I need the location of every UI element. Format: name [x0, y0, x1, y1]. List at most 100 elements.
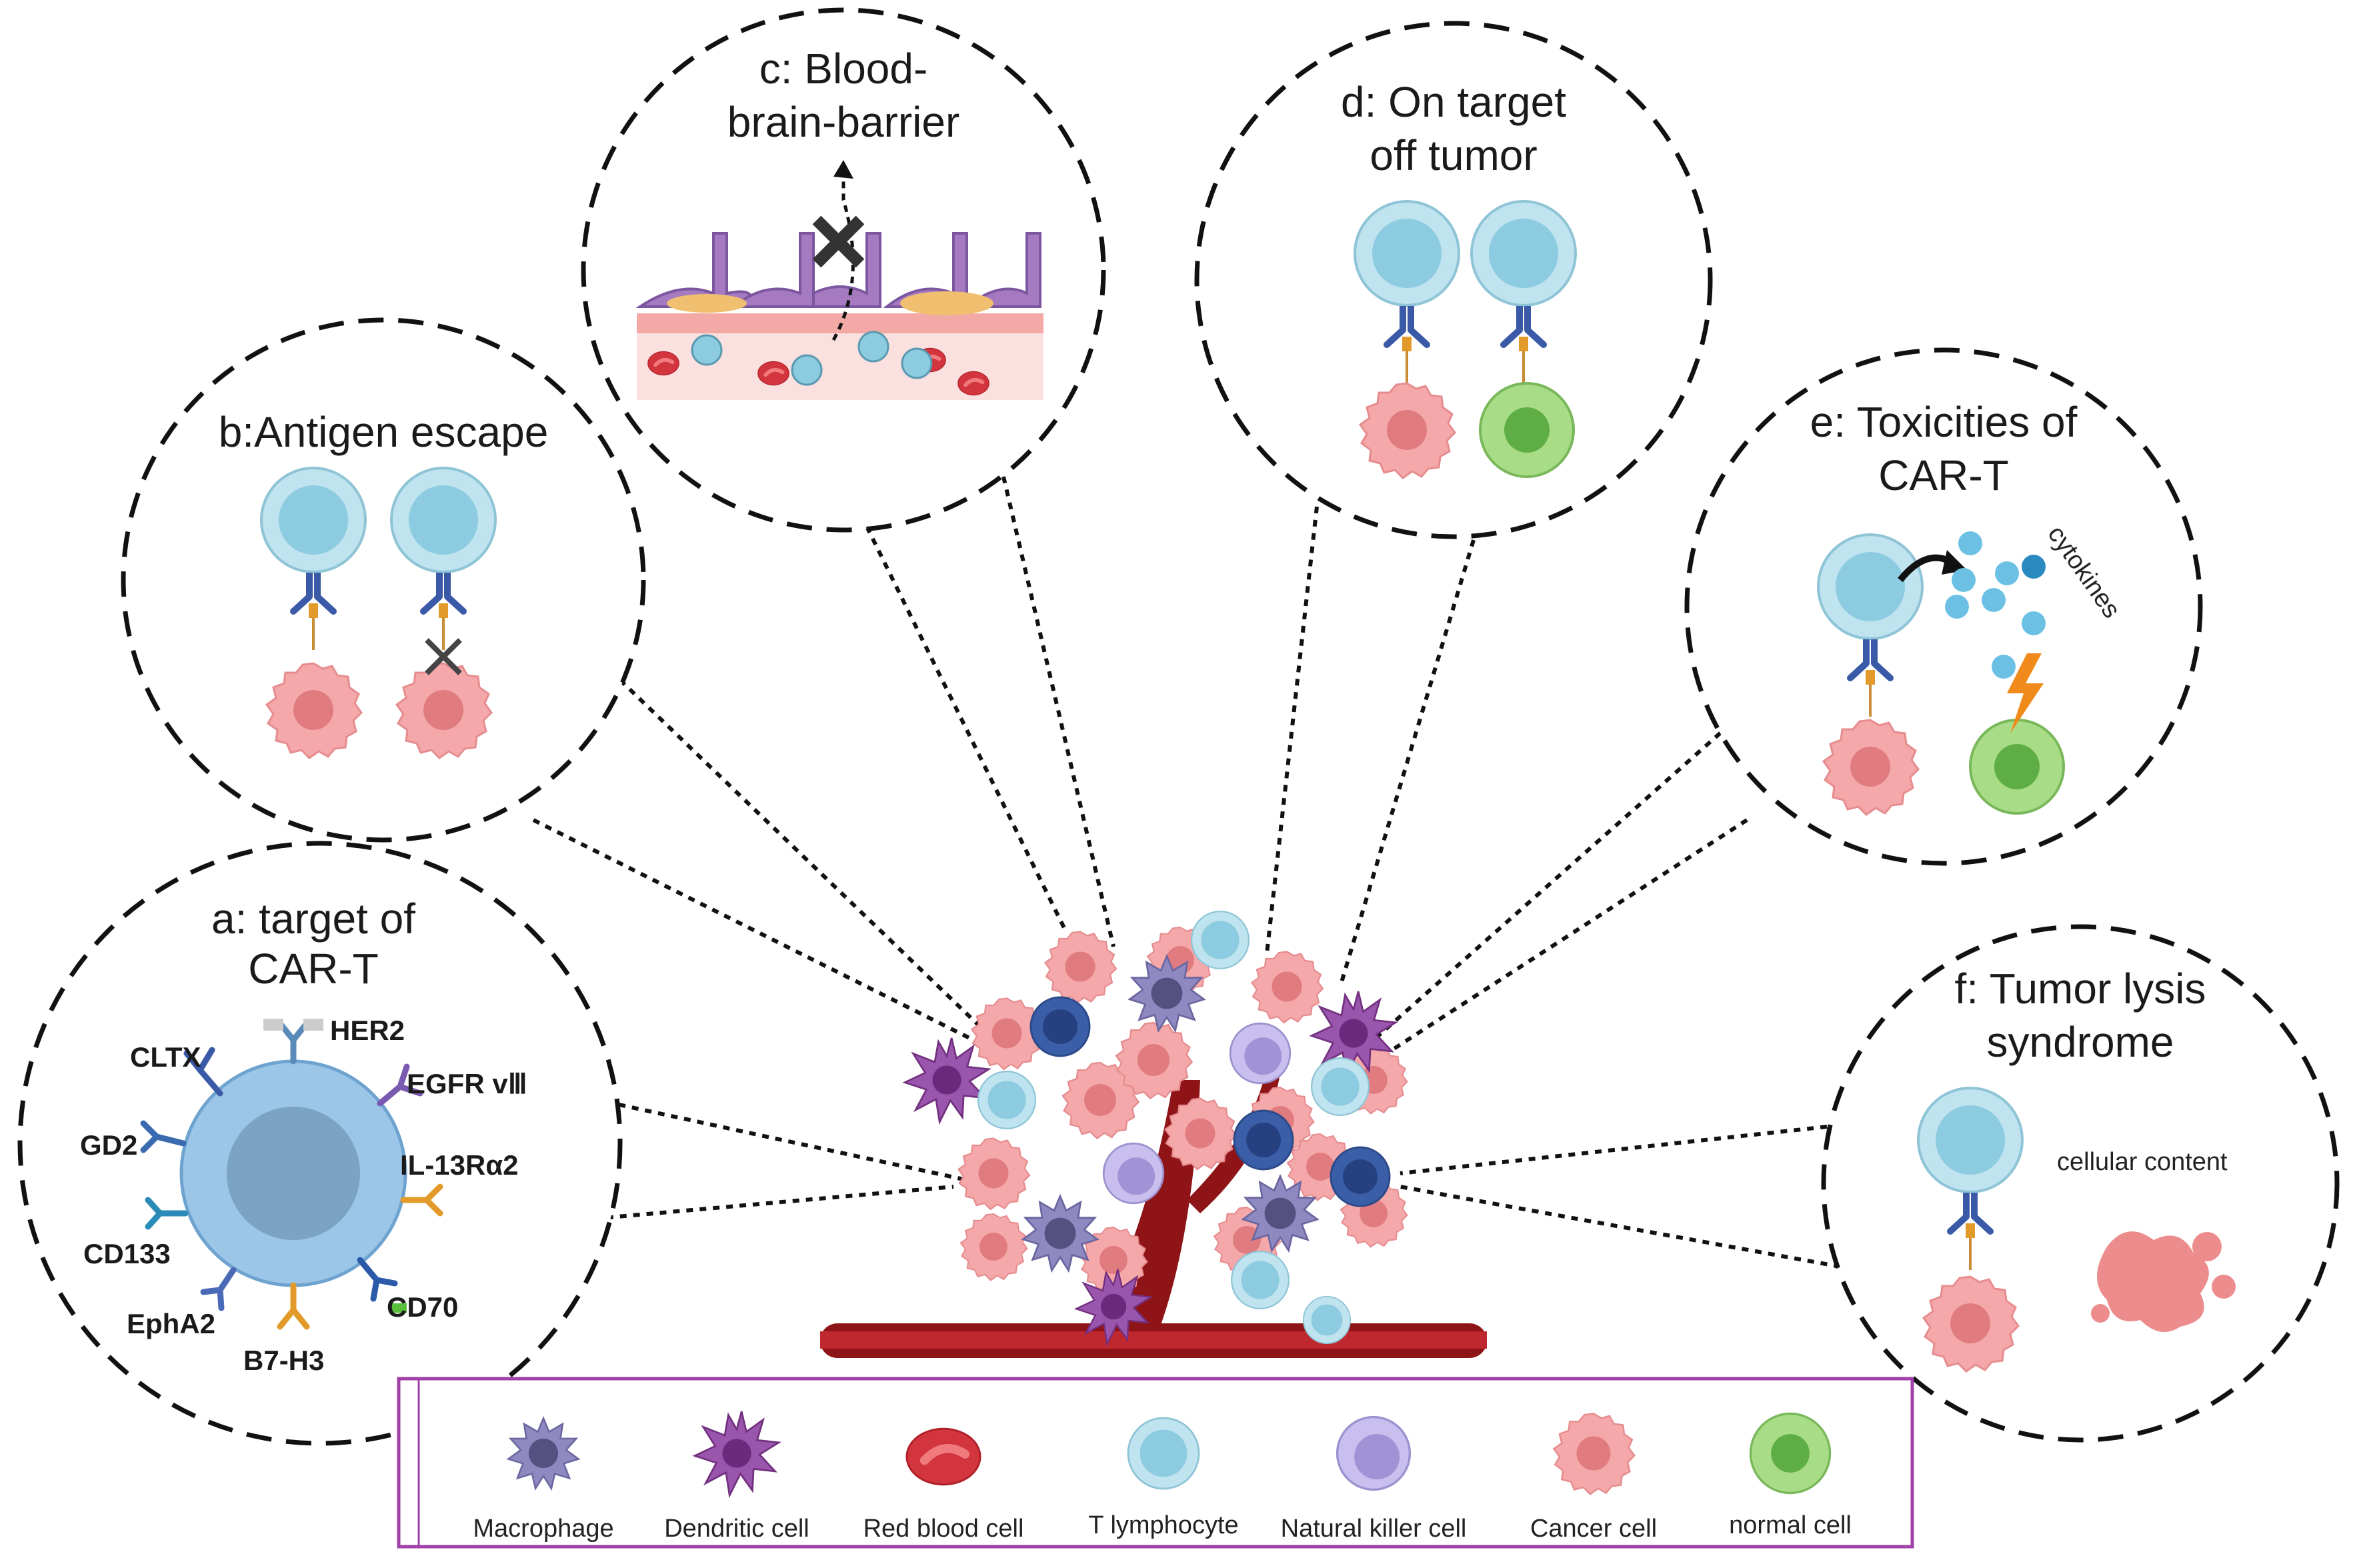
immune-cell-icon [1029, 996, 1091, 1057]
receptor-cltx-icon [183, 1047, 223, 1097]
t-cell-icon [1310, 1057, 1370, 1117]
panel-e-title-line2: CAR-T [1878, 451, 2009, 499]
panel-d-title-line2: off tumor [1370, 131, 1537, 179]
dendritic-cell-icon [903, 1037, 990, 1123]
astrocyte-feet [635, 232, 1041, 308]
cellular-content-label: cellular content [2057, 1148, 2228, 1176]
marker-cd70: CD70 [387, 1291, 458, 1323]
marker-egfr: EGFR vⅢ [407, 1068, 527, 1099]
t-cell-icon [1917, 1087, 2024, 1193]
cell-debris-icon [2091, 1231, 2236, 1332]
receptor-epha2-icon [200, 1267, 237, 1311]
immune-cell-icon [1233, 1109, 1294, 1171]
legend-label-dendritic: Dendritic cell [664, 1515, 809, 1543]
panel-c-title-line1: c: Blood- [759, 45, 928, 93]
connector-a-lower [579, 1185, 954, 1222]
cancer-cell-icon [959, 1213, 1028, 1281]
t-cell-icon [1354, 200, 1460, 307]
connector-c-left [865, 525, 1069, 935]
panel-a-title-line1: a: target of [211, 895, 415, 943]
panel-d-circle [1194, 21, 1713, 539]
block-x-icon [812, 215, 865, 268]
normal-cell-icon [1969, 719, 2065, 815]
her2-antigen-icon [263, 1019, 283, 1031]
pericyte-icon [900, 291, 993, 315]
red-blood-cell-icon [648, 351, 679, 375]
connector-f-lower [1400, 1185, 1841, 1269]
panel-a: a: target of CAR-T CLTX HER2 EGFR vⅢ GD2… [80, 895, 527, 1376]
legend-label-t-lymphocyte: T lymphocyte [1088, 1511, 1238, 1539]
red-blood-cell-icon [758, 361, 789, 385]
normal-cell-icon [1479, 382, 1575, 478]
marker-epha2: EphA2 [127, 1308, 215, 1339]
cancer-cell-icon [1251, 951, 1324, 1024]
marker-gd2: GD2 [80, 1129, 137, 1161]
t-cell-icon [390, 467, 497, 573]
connector-b-upper [618, 678, 982, 1029]
car-t-cell-nucleus [227, 1107, 360, 1240]
t-cell-icon [1470, 200, 1577, 307]
pericyte-icon [667, 294, 747, 313]
legend-label-cancer: Cancer cell [1530, 1515, 1657, 1543]
panel-e-title-line1: e: Toxicities of [1810, 398, 2078, 446]
legend-label-rbc: Red blood cell [863, 1515, 1024, 1543]
migration-arrow [831, 170, 855, 341]
panel-b-circle [121, 317, 646, 843]
t-cell-icon [260, 467, 367, 573]
receptor-cd70-icon [357, 1257, 398, 1302]
panel-d: d: On target off tumor [1341, 78, 1577, 479]
arrowhead-icon [833, 160, 853, 179]
marker-her2: HER2 [330, 1015, 405, 1046]
t-cell-icon [691, 334, 723, 366]
red-blood-cell-icon [958, 371, 989, 395]
red-blood-cell-icon [907, 1429, 980, 1485]
panel-c: c: Blood- brain-barrier [635, 45, 1043, 400]
connector-e-lower [1386, 818, 1748, 1055]
receptor-cd133-icon [145, 1197, 189, 1230]
legend: Macrophage Dendritic cell Red blood cell… [397, 1377, 1914, 1549]
cd70-ligand-icon [392, 1303, 407, 1313]
connector-d-left [1265, 506, 1319, 954]
cytokine-dots [1945, 531, 2046, 679]
connector-b-lower [532, 818, 975, 1042]
nk-cell-icon [1102, 1142, 1165, 1205]
t-cell-icon [857, 331, 889, 363]
panel-f-title-line2: syndrome [1987, 1018, 2174, 1066]
receptor-egfr-icon [377, 1063, 423, 1107]
normal-cell-icon [1749, 1412, 1832, 1495]
panel-b: b:Antigen escape [219, 408, 549, 759]
blood-vessel-inner [820, 1331, 1487, 1349]
cancer-cell-icon [1044, 931, 1117, 1004]
connector-d-right [1338, 539, 1476, 987]
connector-e-upper [1372, 678, 1782, 1042]
connector-c-right [1001, 476, 1115, 947]
t-cell-icon [1230, 1250, 1290, 1310]
receptor-gd2-icon [140, 1120, 187, 1153]
t-cell-icon [901, 347, 933, 379]
connector-f-upper [1400, 1125, 1828, 1175]
panel-b-title: b:Antigen escape [219, 408, 549, 456]
immune-cell-icon [1330, 1146, 1391, 1207]
lightning-icon [2007, 653, 2044, 733]
receptor-il13-icon [400, 1183, 443, 1217]
her2-antigen-icon-2 [303, 1019, 323, 1031]
t-cell-icon [977, 1070, 1037, 1130]
panel-f-title-line1: f: Tumor lysis [1955, 965, 2206, 1013]
panel-e-circle [1684, 347, 2203, 866]
legend-label-normal: normal cell [1729, 1511, 1852, 1539]
marker-b7h3: B7-H3 [243, 1345, 324, 1376]
marker-il13: IL-13Rα2 [400, 1149, 519, 1181]
nk-cell-icon [1336, 1415, 1412, 1491]
t-cell-icon [1817, 533, 1924, 640]
nk-cell-icon [1229, 1022, 1292, 1085]
macrophage-icon [1021, 1195, 1099, 1272]
legend-label-macrophage: Macrophage [473, 1515, 613, 1543]
legend-label-nk: Natural killer cell [1281, 1515, 1467, 1543]
panel-f: f: Tumor lysis syndrome cellular content [1917, 965, 2236, 1373]
receptor-b7h3-icon [277, 1282, 310, 1330]
connector-lines [532, 476, 1841, 1269]
tumor-mass [820, 910, 1487, 1358]
t-cell-icon [1127, 1417, 1200, 1490]
panel-c-title-line2: brain-barrier [727, 98, 960, 146]
